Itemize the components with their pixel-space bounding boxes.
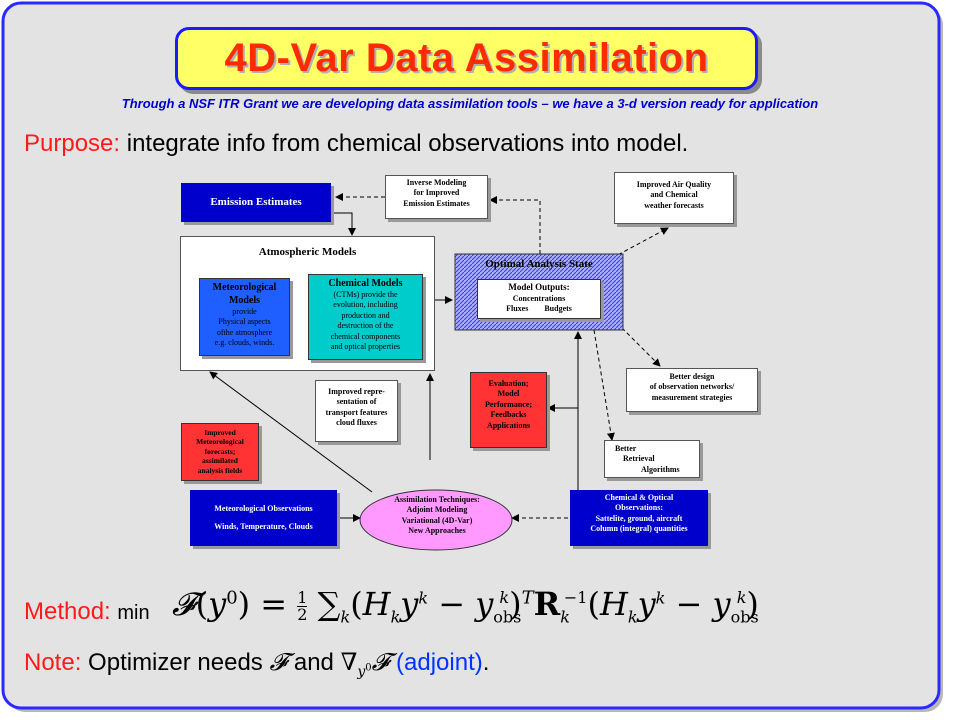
atmos-title: Atmospheric Models [258, 246, 357, 258]
retrieval-line-2: Retrieval [623, 454, 655, 464]
repr-line-3: transport features [325, 407, 388, 417]
arrow-optimal-to-retrieval [593, 329, 615, 441]
outputs-budgets: Budgets [544, 304, 572, 314]
airq-line-3: weather forecasts [644, 200, 704, 210]
optimal-title: Optimal Analysis State [485, 258, 593, 270]
evaluation-box: Evaluation; Model Performance; Feedbacks… [470, 372, 547, 448]
met-observations-box: Meteorological Observations Winds, Tempe… [190, 490, 337, 546]
met-title-1: Meteorological [212, 282, 277, 293]
assim-ellipse [359, 489, 513, 551]
outputs-concentrations: Concentrations [512, 293, 566, 303]
met-title-2: Models [228, 295, 261, 306]
impmet-line-2: Meteorological [196, 437, 244, 447]
repr-line-2: sentation of [336, 397, 377, 407]
met-body-2: Physical aspects [218, 317, 271, 327]
inverse-line-2: for Improved [413, 188, 460, 198]
better-design-box: Better design of observation networks/ m… [626, 368, 758, 412]
metobs-line-1: Meteorological Observations [214, 504, 313, 513]
chem-body-2: evolution, including [333, 300, 398, 310]
note-gradient-symbol: ∇y0𝓕 [340, 648, 390, 680]
chem-body-6: and optical properties [330, 341, 401, 351]
retrieval-line-1: Better [615, 444, 637, 453]
inverse-line-3: Emission Estimates [403, 198, 470, 208]
outputs-fluxes: Fluxes [506, 304, 529, 314]
title-banner: 4D-Var Data Assimilation [175, 27, 758, 90]
assim-line-1: Assimilation Techniques: [394, 495, 480, 504]
emission-label: Emission Estimates [210, 196, 302, 208]
design-line-2: of observation networks/ [649, 382, 735, 392]
arrow-optimal-to-design [611, 317, 661, 367]
design-line-1: Better design [669, 372, 715, 381]
chem-title: Chemical Models [328, 278, 403, 289]
arrow-assim-to-atmos-diag [209, 371, 373, 493]
note-text: Optimizer needs [88, 649, 263, 676]
metobs-line-2: Winds, Temperature, Clouds [214, 521, 313, 531]
eval-line-1: Evaluation; [488, 379, 529, 388]
chemobs-line-3: Sattelite, ground, aircraft [595, 513, 683, 523]
impmet-line-5: analysis fields [197, 465, 243, 475]
note-adjoint: (adjoint) [396, 649, 483, 676]
outputs-title: Model Outputs: [508, 282, 570, 292]
emission-estimates-box: Emission Estimates [181, 183, 331, 222]
improved-met-box: Improved Meteorological forecasts; assim… [181, 423, 259, 481]
impmet-line-4: assimilated [202, 456, 238, 466]
impmet-line-3: forecasts; [204, 446, 236, 456]
chemobs-line-1: Chemical & Optical [604, 493, 674, 502]
design-line-3: measurement strategies [651, 392, 733, 402]
purpose-line: Purpose: integrate info from chemical ob… [24, 130, 688, 158]
page-title: 4D-Var Data Assimilation [224, 36, 709, 80]
airq-line-2: and Chemical [650, 190, 698, 200]
note-line: Note: Optimizer needs 𝓕 and ∇y0𝓕 (adjoin… [24, 648, 489, 680]
met-body-1: provide [232, 307, 257, 316]
met-models-box: Meteorological Models provide Physical a… [199, 278, 290, 356]
assim-line-3: Variational (4D-Var) [401, 515, 473, 525]
eval-line-4: Feedbacks [490, 410, 527, 420]
inverse-line-1: Inverse Modeling [406, 178, 467, 187]
met-body-3: ofthe atmosphere [216, 327, 273, 337]
note-period: . [482, 649, 490, 676]
better-retrieval-box: Better Retrieval Algorithms [604, 440, 700, 478]
chem-body-3: production and [341, 310, 390, 320]
chem-body-4: destruction of the [337, 321, 394, 331]
assim-line-4: New Approaches [408, 526, 466, 536]
method-line: Method: min [24, 598, 150, 626]
chemobs-line-4: Column (integral) quantities [590, 524, 688, 534]
purpose-text: integrate info from chemical observation… [126, 130, 689, 157]
improved-repr-box: Improved repre- sentation of transport f… [315, 380, 398, 442]
note-f-symbol: 𝓕 [269, 648, 288, 676]
eval-line-2: Model [497, 389, 520, 399]
subtitle: Through a NSF ITR Grant we are developin… [121, 96, 819, 111]
arrow-emission-to-atmos [330, 212, 356, 236]
arrow-optimal-to-inverse [489, 196, 541, 254]
purpose-label: Purpose: [24, 130, 121, 157]
met-body-4: e.g. clouds, winds. [214, 338, 275, 348]
model-outputs-box: Model Outputs: Concentrations Fluxes Bud… [477, 279, 601, 319]
impmet-line-1: Improved [204, 428, 236, 437]
eval-line-5: Applications [486, 420, 531, 430]
eval-line-3: Performance; [484, 399, 533, 409]
chem-body-1: (CTMs) provide the [333, 290, 398, 299]
repr-line-4: cloud fluxes [336, 418, 377, 428]
chemobs-line-2: Observations: [615, 503, 663, 513]
inverse-modeling-box: Inverse Modeling for Improved Emission E… [385, 175, 488, 219]
arrow-optimal-to-airquality [611, 227, 669, 259]
air-quality-box: Improved Air Quality and Chemical weathe… [614, 172, 734, 224]
chem-observations-box: Chemical & Optical Observations: Satteli… [570, 490, 708, 546]
note-label: Note: [24, 649, 82, 676]
airq-line-1: Improved Air Quality [636, 180, 712, 189]
retrieval-line-3: Algorithms [641, 464, 680, 474]
method-min: min [117, 602, 150, 624]
chem-body-5: chemical components [330, 331, 401, 341]
method-label: Method: [24, 598, 111, 625]
note-and: and [293, 649, 334, 676]
chem-models-box: Chemical Models (CTMs) provide the evolu… [308, 274, 423, 360]
assim-line-2: Adjoint Modeling [406, 505, 468, 515]
assimilation-text: Assimilation Techniques: Adjoint Modelin… [362, 493, 512, 545]
repr-line-1: Improved repre- [328, 387, 385, 396]
